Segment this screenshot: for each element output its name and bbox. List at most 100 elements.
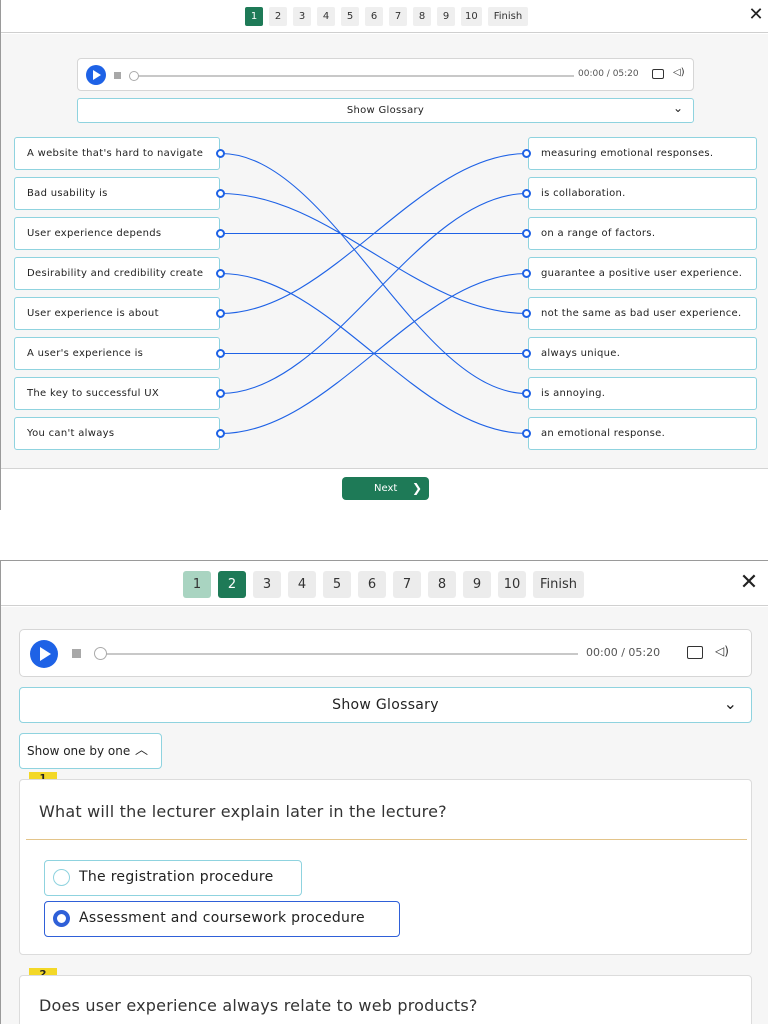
left-item[interactable]: You can't always: [14, 417, 220, 450]
chevron-down-icon: ⌄: [672, 101, 683, 115]
page-button-9[interactable]: 9: [463, 571, 491, 598]
right-item[interactable]: on a range of factors.: [528, 217, 757, 250]
page-button-5[interactable]: 5: [341, 7, 359, 26]
glossary-label: Show Glossary: [332, 697, 439, 713]
audio-time: 00:00 / 05:20: [586, 646, 661, 659]
question-card: What will the lecturer explain later in …: [19, 779, 752, 955]
stop-icon[interactable]: [72, 649, 81, 658]
question-divider: [26, 839, 747, 840]
close-icon[interactable]: ✕: [739, 570, 759, 595]
page-button-7[interactable]: 7: [393, 571, 421, 598]
captions-icon[interactable]: [652, 69, 664, 79]
page-button-4[interactable]: 4: [317, 7, 335, 26]
volume-icon[interactable]: ◁): [673, 67, 685, 78]
right-connector-dot[interactable]: [522, 388, 531, 398]
page-button-3[interactable]: 3: [253, 571, 281, 598]
volume-icon[interactable]: ◁): [715, 644, 729, 658]
right-item[interactable]: not the same as bad user experience.: [528, 297, 757, 330]
matching-screen: 1 2 3 4 5 6 7 8 9 10 Finish ✕ 00:00 / 05…: [0, 0, 768, 510]
page-button-10[interactable]: 10: [461, 7, 482, 26]
radio-button-selected[interactable]: [53, 910, 70, 927]
audio-progress-track[interactable]: [134, 75, 574, 77]
next-label: Next: [374, 483, 398, 494]
page-button-1[interactable]: 1: [245, 7, 263, 26]
audio-time: 00:00 / 05:20: [578, 69, 639, 79]
show-one-by-one-toggle[interactable]: Show one by one ︿: [19, 733, 162, 769]
left-item[interactable]: Desirability and credibility create: [14, 257, 220, 290]
chevron-up-icon: ︿: [135, 743, 149, 758]
show-glossary-dropdown[interactable]: Show Glossary ⌄: [19, 687, 752, 723]
left-item[interactable]: A website that's hard to navigate: [14, 137, 220, 170]
page-button-10[interactable]: 10: [498, 571, 526, 598]
left-item[interactable]: User experience is about: [14, 297, 220, 330]
question-text: Does user experience always relate to we…: [39, 996, 478, 1015]
left-connector-dot[interactable]: [216, 388, 225, 398]
play-icon[interactable]: [86, 65, 106, 85]
answer-option-label: The registration procedure: [79, 869, 274, 885]
left-item[interactable]: User experience depends: [14, 217, 220, 250]
left-item[interactable]: A user's experience is: [14, 337, 220, 370]
question-text: What will the lecturer explain later in …: [39, 802, 447, 821]
answer-option-label: Assessment and coursework procedure: [79, 910, 365, 926]
page-button-6[interactable]: 6: [358, 571, 386, 598]
right-item[interactable]: is collaboration.: [528, 177, 757, 210]
right-connector-dot[interactable]: [522, 308, 531, 318]
captions-icon[interactable]: [687, 646, 703, 659]
stop-icon[interactable]: [114, 72, 121, 79]
left-connector-dot[interactable]: [216, 308, 225, 318]
left-connector-dot[interactable]: [216, 188, 225, 198]
show-glossary-dropdown[interactable]: Show Glossary ⌄: [77, 98, 694, 123]
page-button-8[interactable]: 8: [413, 7, 431, 26]
right-item[interactable]: an emotional response.: [528, 417, 757, 450]
right-item[interactable]: always unique.: [528, 337, 757, 370]
page-button-4[interactable]: 4: [288, 571, 316, 598]
page-button-2[interactable]: 2: [218, 571, 246, 598]
close-icon[interactable]: ✕: [748, 4, 764, 25]
left-connector-dot[interactable]: [216, 348, 225, 358]
exercise-area: 00:00 / 05:20 ◁) Show Glossary ⌄ Show on…: [1, 607, 768, 1024]
right-connector-dot[interactable]: [522, 428, 531, 438]
play-icon[interactable]: [30, 640, 58, 668]
answer-option-selected[interactable]: Assessment and coursework procedure: [44, 901, 400, 937]
next-button[interactable]: Next ❯: [342, 477, 429, 500]
page-buttons: 1 2 3 4 5 6 7 8 9 10 Finish: [183, 571, 585, 598]
page-button-7[interactable]: 7: [389, 7, 407, 26]
audio-progress-handle[interactable]: [129, 71, 139, 81]
page-button-1[interactable]: 1: [183, 571, 211, 598]
left-connector-dot[interactable]: [216, 228, 225, 238]
chevron-right-icon: ❯: [412, 481, 423, 495]
right-connector-dot[interactable]: [522, 148, 531, 158]
left-connector-dot[interactable]: [216, 268, 225, 278]
chevron-down-icon: ⌄: [723, 694, 737, 713]
question-card: Does user experience always relate to we…: [19, 975, 752, 1024]
question-navigation: 1 2 3 4 5 6 7 8 9 10 Finish ✕: [1, 561, 768, 606]
finish-button[interactable]: Finish: [533, 571, 585, 598]
right-item[interactable]: is annoying.: [528, 377, 757, 410]
right-connector-dot[interactable]: [522, 348, 531, 358]
right-connector-dot[interactable]: [522, 228, 531, 238]
left-connector-dot[interactable]: [216, 148, 225, 158]
page-button-3[interactable]: 3: [293, 7, 311, 26]
page-button-6[interactable]: 6: [365, 7, 383, 26]
page-button-9[interactable]: 9: [437, 7, 455, 26]
page-button-2[interactable]: 2: [269, 7, 287, 26]
left-connector-dot[interactable]: [216, 428, 225, 438]
radio-button[interactable]: [53, 869, 70, 886]
left-item[interactable]: Bad usability is: [14, 177, 220, 210]
right-connector-dot[interactable]: [522, 188, 531, 198]
right-item[interactable]: measuring emotional responses.: [528, 137, 757, 170]
page-button-8[interactable]: 8: [428, 571, 456, 598]
finish-button[interactable]: Finish: [487, 7, 529, 26]
audio-progress-handle[interactable]: [94, 647, 107, 660]
right-item[interactable]: guarantee a positive user experience.: [528, 257, 757, 290]
glossary-label: Show Glossary: [346, 105, 425, 116]
right-connector-dot[interactable]: [522, 268, 531, 278]
audio-progress-track[interactable]: [106, 653, 578, 655]
left-item[interactable]: The key to successful UX: [14, 377, 220, 410]
page-button-5[interactable]: 5: [323, 571, 351, 598]
answer-option[interactable]: The registration procedure: [44, 860, 302, 896]
audio-player: 00:00 / 05:20 ◁): [19, 629, 752, 677]
show-one-by-one-label: Show one by one: [27, 744, 131, 758]
page-buttons: 1 2 3 4 5 6 7 8 9 10 Finish: [245, 7, 529, 26]
